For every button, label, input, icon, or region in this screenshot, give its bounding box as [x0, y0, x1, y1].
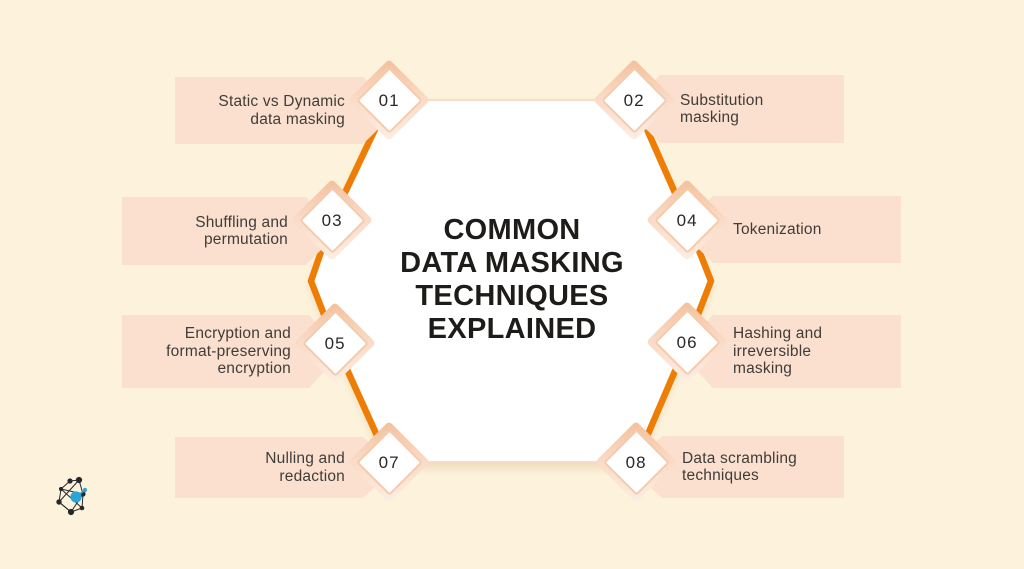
- main-title: COMMON DATA MASKING TECHNIQUES EXPLAINED: [400, 214, 624, 345]
- number-diamond: 07: [355, 428, 423, 496]
- diamond-06: 06: [645, 300, 729, 384]
- diamond-02: 02: [592, 58, 676, 142]
- network-graph-logo-icon: [56, 476, 88, 516]
- number-diamond: 03: [298, 186, 366, 254]
- item-number: 02: [623, 89, 645, 109]
- number-diamond: 05: [301, 309, 369, 377]
- zigzag-rail-right: [631, 98, 715, 464]
- item-number: 03: [321, 209, 343, 229]
- item-label: Tokenization: [733, 220, 822, 238]
- item-number: 06: [676, 331, 698, 351]
- item-label: Nulling and redaction: [265, 450, 345, 485]
- logo-blue-node: [70, 491, 82, 503]
- item-label: Static vs Dynamic data masking: [218, 93, 345, 128]
- zigzag-rail-left: [307, 98, 392, 464]
- number-diamond: 02: [600, 66, 668, 134]
- number-diamond: 06: [653, 308, 721, 376]
- number-diamond: 08: [602, 428, 670, 496]
- diamond-01: 01: [347, 58, 431, 142]
- diamond-05: 05: [293, 301, 377, 385]
- item-label: Encryption and format-preserving encrypt…: [166, 325, 291, 378]
- item-number: 05: [324, 332, 346, 352]
- diamond-07: 07: [347, 420, 431, 504]
- item-label: Data scrambling techniques: [682, 449, 797, 485]
- diamond-03: 03: [290, 178, 374, 262]
- number-diamond: 04: [653, 186, 721, 254]
- item-number: 04: [676, 209, 698, 229]
- item-number: 08: [625, 451, 647, 471]
- item-number: 01: [378, 89, 400, 109]
- label-band-08: Data scrambling techniques: [628, 436, 844, 498]
- diamond-04: 04: [645, 178, 729, 262]
- label-band-01: Static vs Dynamic data masking: [175, 77, 397, 144]
- item-number: 07: [378, 451, 400, 471]
- item-label: Hashing and irreversible masking: [733, 325, 823, 378]
- diamond-08: 08: [594, 420, 678, 504]
- item-label: Substitution masking: [680, 91, 764, 127]
- item-label: Shuffling and permutation: [195, 213, 288, 248]
- number-diamond: 01: [355, 66, 423, 134]
